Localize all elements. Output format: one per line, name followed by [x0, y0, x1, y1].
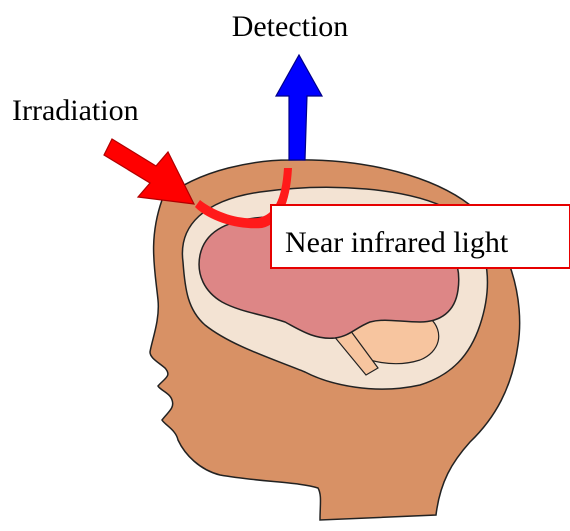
irradiation-arrow: [104, 139, 194, 204]
detection-label: Detection: [232, 10, 349, 43]
near-infrared-label: Near infrared light: [285, 226, 509, 259]
irradiation-label: Irradiation: [12, 94, 139, 127]
detection-arrow: [276, 55, 322, 160]
